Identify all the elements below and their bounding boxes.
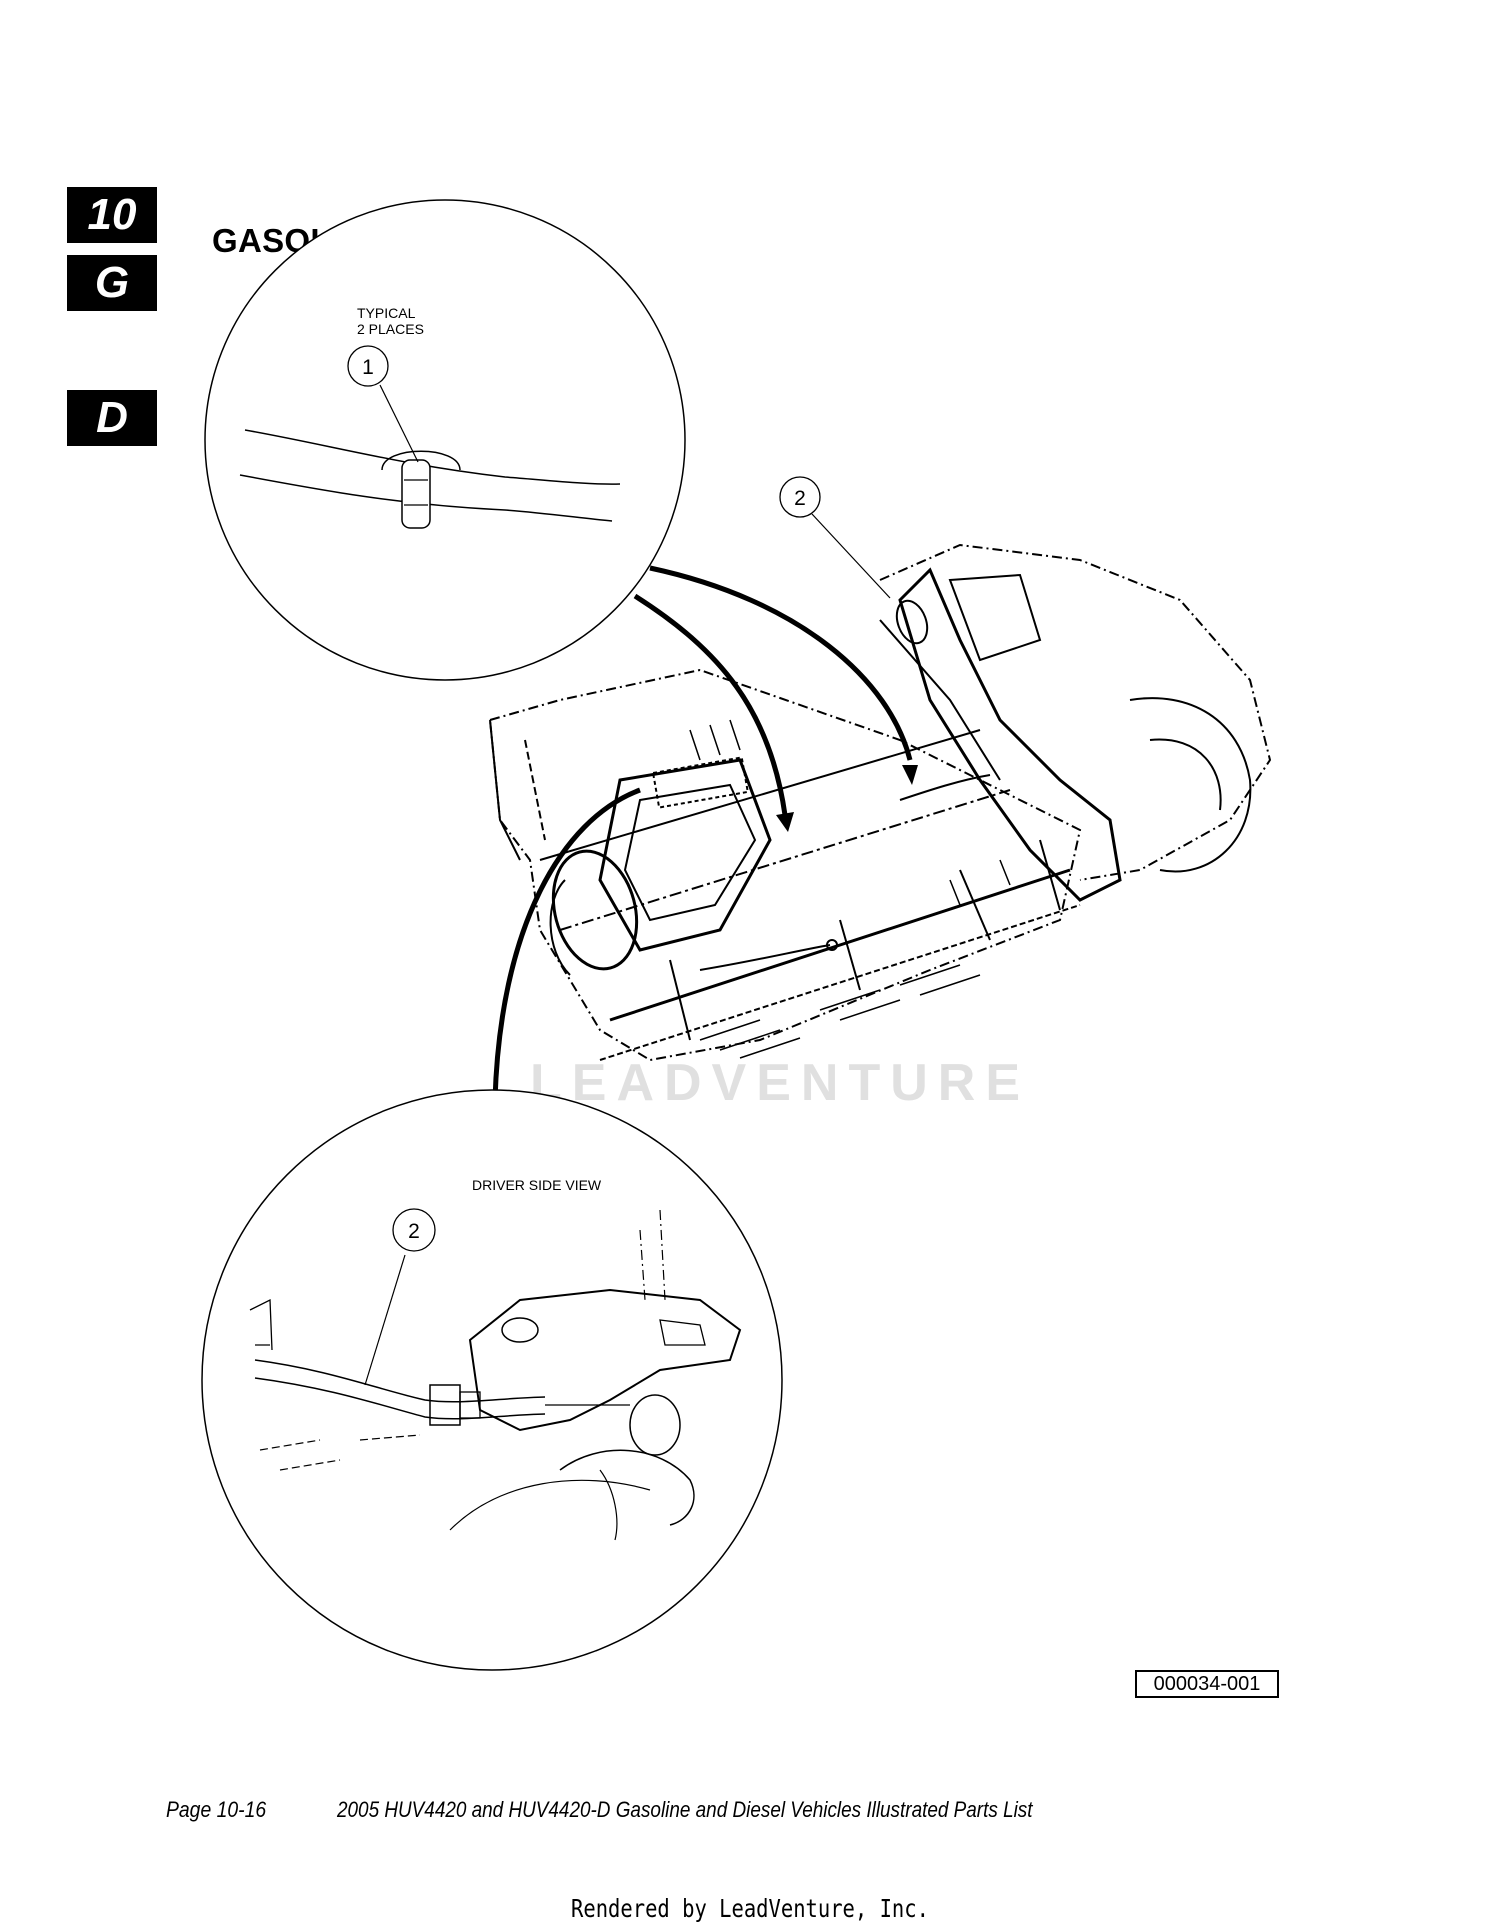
callout-1: 1	[362, 356, 374, 379]
svg-text:2: 2	[794, 487, 806, 510]
watermark: LEADVENTURE	[530, 1054, 1030, 1112]
detail-circle-bottom: DRIVER SIDE VIEW 2	[201, 1089, 783, 1671]
footer-page-number: Page 10-16	[166, 1797, 267, 1822]
vehicle-chassis-drawing	[488, 543, 1272, 1062]
section-tab-10: 10	[67, 187, 157, 243]
figure-id-box: 000034-001	[1135, 1670, 1279, 1698]
detail-circle-top: 1 TYPICAL 2 PLACES	[204, 199, 686, 681]
detail-leader-arrows	[492, 565, 913, 1101]
callout-2-detail: 2	[408, 1220, 420, 1243]
note-driver-side-view: DRIVER SIDE VIEW	[472, 1177, 602, 1193]
note-2-places: 2 PLACES	[357, 321, 424, 337]
footer-document-title: 2005 HUV4420 and HUV4420-D Gasoline and …	[337, 1797, 1033, 1822]
section-tab-g: G	[67, 255, 157, 311]
footer-rendered-by: Rendered by LeadVenture, Inc.	[571, 1894, 929, 1923]
note-typical: TYPICAL	[357, 305, 416, 321]
section-tab-d: D	[67, 390, 157, 446]
callout-2-main: 2	[779, 476, 891, 599]
arrow-heads	[776, 765, 918, 832]
